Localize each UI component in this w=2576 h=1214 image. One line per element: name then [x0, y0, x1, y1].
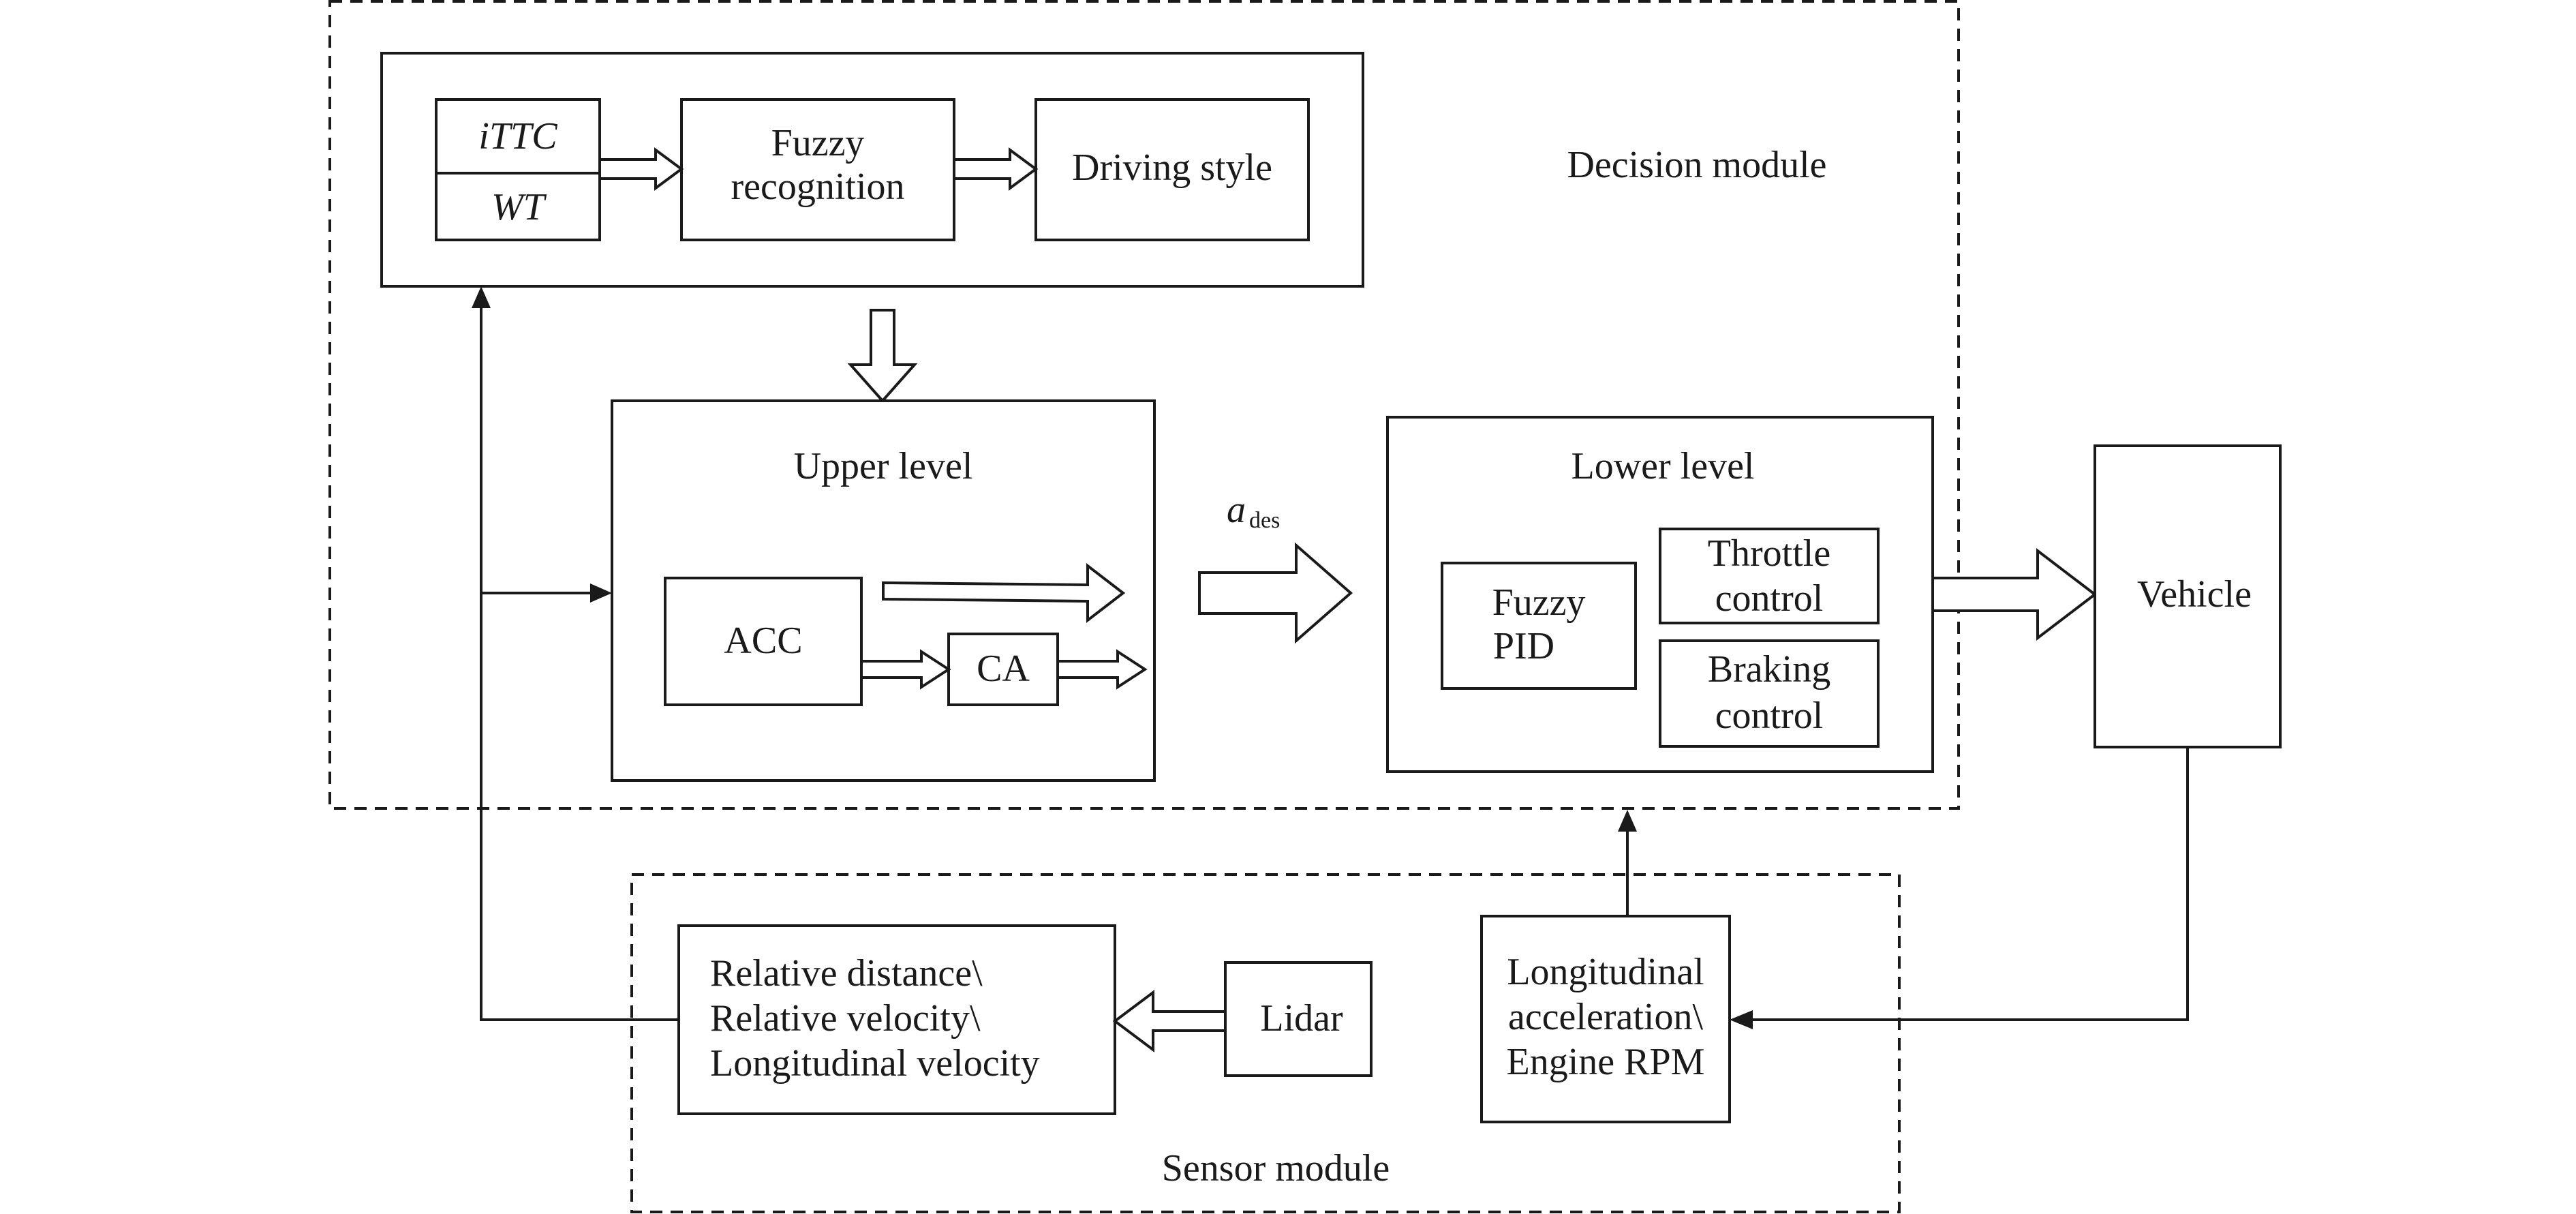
- fuzzy-recognition-line1: Fuzzy: [771, 122, 865, 164]
- fuzzy-pid-line1: Fuzzy: [1492, 581, 1586, 624]
- lower-level-title: Lower level: [1571, 445, 1755, 487]
- ca-box: [947, 633, 1059, 706]
- lidar-label: Lidar: [1260, 997, 1343, 1040]
- acc-box: [664, 577, 863, 706]
- fuzzy-pid-box: [1441, 562, 1637, 690]
- a-des-arrow: [1198, 542, 1353, 644]
- decision-module-frame: [328, 0, 1960, 810]
- relative-velocity-label: Relative velocity\: [710, 997, 981, 1040]
- throttle-control-box: [1659, 528, 1880, 624]
- lidar-box: [1224, 961, 1373, 1077]
- style-to-upper-arrow: [847, 309, 918, 404]
- vehicle-feedback-arrowhead: [1730, 1010, 1753, 1029]
- ca-output-arrow: [1056, 649, 1148, 690]
- sensor-module-label: Sensor module: [1162, 1147, 1390, 1189]
- lidar-to-measurements-arrow: [1112, 990, 1227, 1052]
- lower-to-vehicle-arrow: [1931, 547, 2098, 641]
- driving-style-label: Driving style: [1072, 147, 1272, 189]
- wt-label: WT: [491, 186, 547, 228]
- longitudinal-label: Longitudinal: [1507, 951, 1704, 993]
- engine-rpm-label: Engine RPM: [1507, 1041, 1705, 1083]
- sensor-module-frame: [630, 873, 1901, 1213]
- fuzzy-recognition-box: [680, 98, 955, 241]
- a-des-subscript: des: [1249, 508, 1280, 533]
- acceleration-label: acceleration\: [1508, 996, 1703, 1038]
- vehicle-feedback-line: [1753, 747, 2189, 1021]
- upper-level-title: Upper level: [794, 445, 973, 487]
- fuzzy-to-style-arrow: [953, 147, 1039, 191]
- ittc-label: iTTC: [478, 115, 557, 157]
- sensor-feedback-line: [480, 308, 679, 1021]
- fuzzy-pid-line2: PID: [1493, 625, 1554, 667]
- vehicle-box: [2094, 444, 2282, 748]
- measurements-box: [677, 924, 1116, 1115]
- input-to-fuzzy-arrow: [598, 147, 684, 191]
- vehicle-label: Vehicle: [2137, 573, 2252, 616]
- braking-line1: Braking: [1708, 648, 1830, 691]
- a-des-symbol: a: [1227, 489, 1246, 531]
- accel-up-arrowhead: [1618, 810, 1637, 832]
- driving-style-box: [1034, 98, 1310, 241]
- acc-bypass-arrow: [882, 562, 1126, 624]
- fuzzy-recognition-line2: recognition: [731, 166, 904, 208]
- input-box: [435, 98, 601, 241]
- throttle-line2: control: [1715, 577, 1824, 620]
- acc-to-ca-arrow: [860, 649, 951, 690]
- longitudinal-velocity-label: Longitudinal velocity: [710, 1042, 1040, 1084]
- acceleration-box: [1480, 915, 1731, 1123]
- relative-distance-label: Relative distance\: [710, 952, 983, 995]
- braking-control-box: [1659, 639, 1880, 748]
- braking-line2: control: [1715, 695, 1824, 737]
- decision-module-label: Decision module: [1567, 144, 1826, 186]
- acc-label: ACC: [724, 620, 802, 662]
- feedback-right-arrowhead: [590, 583, 612, 603]
- feedback-up-arrowhead: [472, 286, 491, 308]
- ca-label: CA: [977, 648, 1030, 690]
- throttle-line1: Throttle: [1708, 532, 1830, 575]
